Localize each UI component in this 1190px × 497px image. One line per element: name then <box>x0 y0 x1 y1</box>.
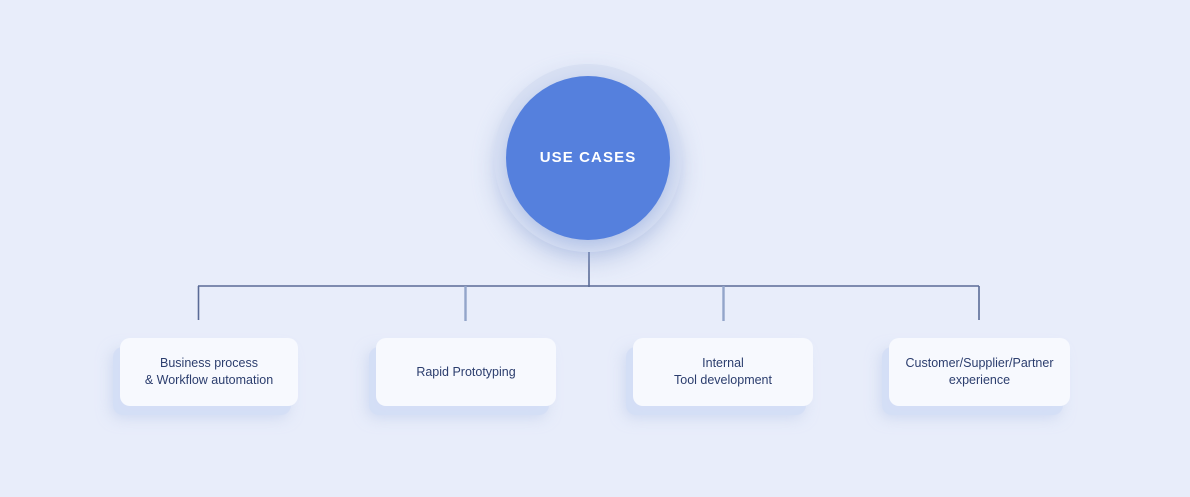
leaf-node-internal-tool-development[interactable]: Internal Tool development <box>633 338 813 406</box>
root-node-label: USE CASES <box>539 149 637 166</box>
leaf-node-business-process-workflow-automation[interactable]: Business process & Workflow automation <box>120 338 298 406</box>
leaf-node-rapid-prototyping[interactable]: Rapid Prototyping <box>376 338 556 406</box>
leaf-node-label: Internal Tool development <box>674 356 772 387</box>
leaf-node-customer-supplier-partner-experience[interactable]: Customer/Supplier/Partner experience <box>889 338 1070 406</box>
leaf-node-label: Rapid Prototyping <box>416 364 516 379</box>
leaf-node-label: Customer/Supplier/Partner experience <box>905 356 1054 387</box>
root-node-use-cases[interactable]: USE CASES <box>506 76 670 240</box>
leaf-node-label: Business process & Workflow automation <box>144 356 274 387</box>
